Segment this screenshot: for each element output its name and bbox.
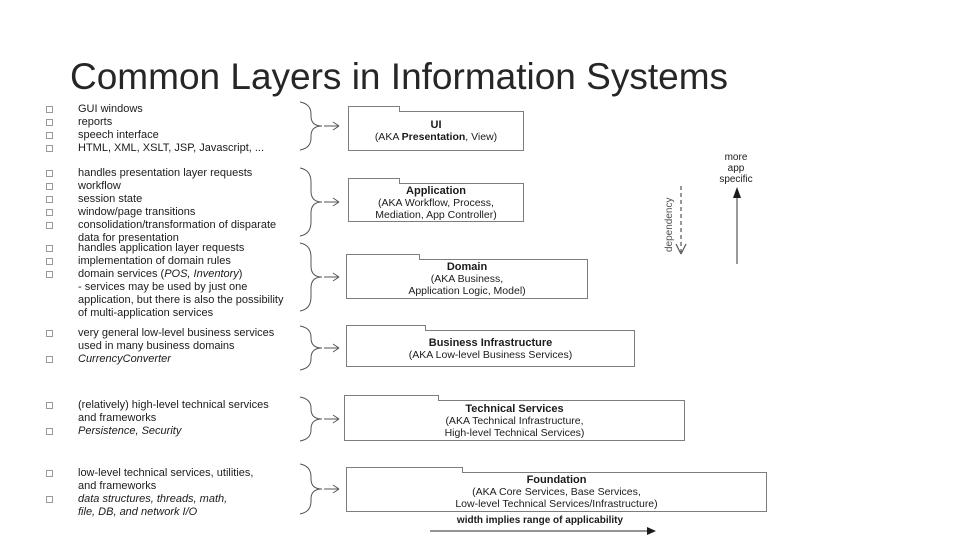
note-line: handles presentation layer requests <box>44 167 324 180</box>
note-line: - services may be used by just one <box>78 281 248 293</box>
brace-technical-services <box>299 396 340 442</box>
note-line: CurrencyConverter <box>44 353 324 366</box>
note-line: consolidation/transformation of disparat… <box>44 219 324 232</box>
note-line: data structures, threads, math, <box>44 493 324 506</box>
package-tab <box>348 178 400 184</box>
brace-foundation <box>299 463 340 515</box>
width-arrow <box>430 527 656 535</box>
package-title: Foundation <box>526 474 587 486</box>
package-title: UI <box>430 119 442 131</box>
package-business-infrastructure: Business Infrastructure (AKA Low-level B… <box>346 325 635 367</box>
package-foundation: Foundation (AKA Core Services, Base Serv… <box>346 467 767 512</box>
package-tab <box>344 395 439 401</box>
subtitle-text: , View) <box>465 131 498 143</box>
notes-business-infrastructure: very general low-level business services… <box>44 327 324 366</box>
brace-domain <box>299 242 340 312</box>
more-app-specific-arrow <box>733 187 741 264</box>
package-subtitle: (AKA Core Services, Base Services, Low-l… <box>455 486 658 510</box>
notes-domain: handles application layer requests imple… <box>44 242 324 320</box>
package-tab <box>346 254 420 260</box>
note-text: ) <box>238 268 243 280</box>
package-subtitle: (AKA Business, Application Logic, Model) <box>408 273 526 297</box>
brace-business-infrastructure <box>299 325 340 371</box>
note-line: application, but there is also the possi… <box>78 294 284 306</box>
note-line: handles application layer requests <box>44 242 324 255</box>
note-text-italic: POS, Inventory <box>164 268 239 280</box>
package-tab <box>348 106 400 112</box>
note-line: used in many business domains <box>78 340 235 352</box>
note-line: implementation of domain rules <box>44 255 324 268</box>
note-line: domain services (POS, Inventory) <box>44 268 324 281</box>
note-line: data for presentation <box>78 232 179 244</box>
package-tab <box>346 467 463 473</box>
note-line: of multi-application services <box>78 307 214 319</box>
package-technical-services: Technical Services (AKA Technical Infras… <box>344 395 685 441</box>
package-subtitle: (AKA Presentation, View) <box>375 131 497 143</box>
package-title: Technical Services <box>465 402 564 415</box>
brace-application <box>299 167 340 237</box>
note-line: Persistence, Security <box>44 425 324 438</box>
package-subtitle: (AKA Workflow, Process, Mediation, App C… <box>375 196 497 221</box>
note-line: speech interface <box>44 129 324 142</box>
package-application: Application (AKA Workflow, Process, Medi… <box>348 178 524 222</box>
note-line: session state <box>44 193 324 206</box>
package-title: Domain <box>446 261 488 273</box>
note-line: very general low-level business services <box>44 327 324 340</box>
note-line: and frameworks <box>78 480 157 492</box>
brace-ui <box>299 101 340 151</box>
notes-application: handles presentation layer requests work… <box>44 167 324 245</box>
notes-technical-services: (relatively) high-level technical servic… <box>44 399 324 438</box>
note-line: HTML, XML, XSLT, JSP, Javascript, ... <box>44 142 324 155</box>
package-domain: Domain (AKA Business, Application Logic,… <box>346 254 588 299</box>
note-line: workflow <box>44 180 324 193</box>
notes-ui: GUI windows reports speech interface HTM… <box>44 103 324 155</box>
note-text: domain services ( <box>78 268 165 280</box>
note-line: (relatively) high-level technical servic… <box>44 399 324 412</box>
note-line: reports <box>44 116 324 129</box>
dependency-arrow <box>675 186 687 255</box>
notes-foundation: low-level technical services, utilities,… <box>44 467 324 519</box>
package-tab <box>346 325 426 331</box>
note-line: and frameworks <box>78 412 157 424</box>
package-subtitle: (AKA Low-level Business Services) <box>408 348 573 361</box>
package-title: Application <box>406 184 466 197</box>
slide-title: Common Layers in Information Systems <box>70 56 729 97</box>
subtitle-text-bold: Presentation <box>401 131 466 143</box>
package-ui: UI (AKA Presentation, View) <box>348 106 524 151</box>
note-line: low-level technical services, utilities, <box>44 467 324 480</box>
note-line: window/page transitions <box>44 206 324 219</box>
width-implies-label: width implies range of applicability <box>456 515 624 526</box>
subtitle-text: (AKA <box>374 131 402 143</box>
more-app-specific-label: more app specific <box>719 152 753 185</box>
note-line: GUI windows <box>44 103 324 116</box>
package-title: Business Infrastructure <box>428 336 553 349</box>
note-line: file, DB, and network I/O <box>78 506 198 518</box>
package-subtitle: (AKA Technical Infrastructure, High-leve… <box>444 414 585 439</box>
